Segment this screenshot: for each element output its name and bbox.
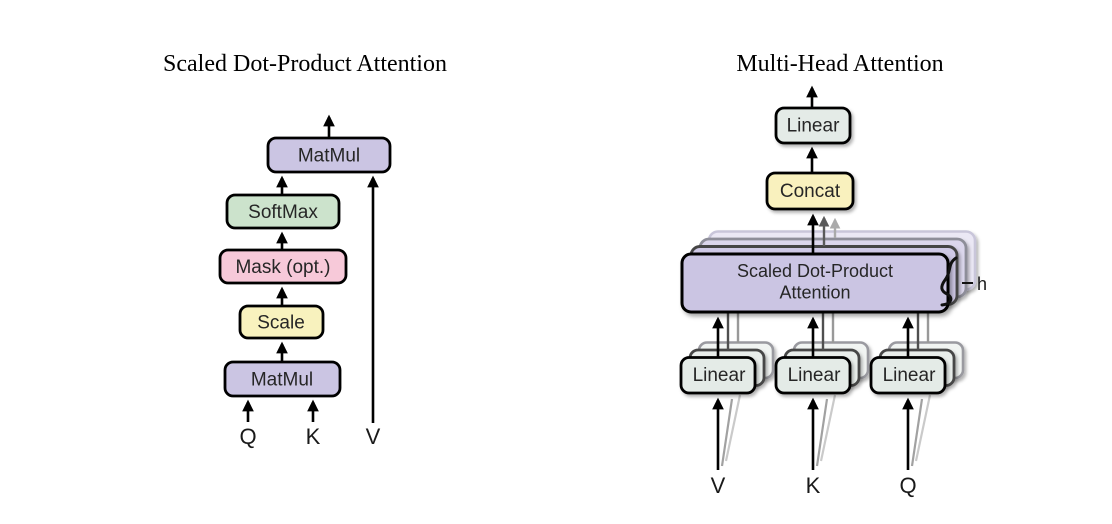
linear-k-label: Linear [788, 365, 841, 386]
linear-v-label: Linear [693, 365, 746, 386]
linear-v-box [679, 356, 757, 395]
softmax-box [225, 193, 341, 230]
matmul-bottom-box [223, 360, 342, 398]
mask-box [218, 248, 348, 285]
linear-q-box [869, 356, 947, 395]
linear-q-label: Linear [883, 365, 936, 386]
linear-shadow-arrows [720, 394, 932, 467]
scale-box [238, 304, 325, 340]
linear-k-box [774, 356, 852, 395]
q-input-label: Q [239, 424, 256, 449]
sdpa-box [680, 252, 950, 314]
sdpa-label-line1: Scaled Dot-Product [737, 261, 893, 281]
heads-count-annotation: h [940, 256, 987, 307]
q-input-label: Q [899, 473, 916, 498]
v-input-label: V [366, 424, 381, 449]
concat-box [765, 171, 855, 211]
k-input-label: K [806, 473, 821, 498]
v-input-label: V [711, 473, 726, 498]
scaled-dot-product-attention-diagram: Scaled Dot-Product Attention MatMul Soft… [163, 51, 447, 449]
softmax-label: SoftMax [248, 202, 318, 223]
left-diagram-title: Scaled Dot-Product Attention [163, 51, 447, 77]
matmul-top-label: MatMul [298, 146, 360, 167]
heads-brace-squiggle [940, 256, 958, 307]
matmul-top-box [266, 136, 392, 174]
scale-label: Scale [257, 313, 305, 334]
concat-label: Concat [780, 181, 841, 202]
sdpa-label-line2: Attention [779, 283, 850, 303]
heads-count-label: h [977, 274, 987, 294]
k-input-label: K [306, 424, 321, 449]
multi-head-attention-diagram: Multi-Head Attention [679, 51, 987, 498]
linear-out-box [774, 106, 852, 145]
matmul-bottom-label: MatMul [251, 370, 313, 391]
mask-label: Mask (opt.) [235, 257, 330, 278]
linear-out-label: Linear [787, 116, 840, 137]
right-diagram-title: Multi-Head Attention [736, 51, 943, 77]
